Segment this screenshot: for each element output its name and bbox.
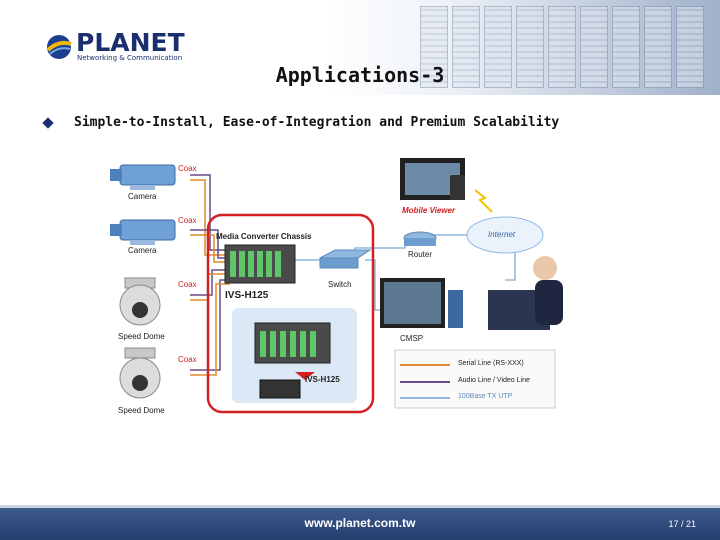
slide-header bbox=[0, 0, 720, 95]
logo-word: PLANET bbox=[76, 28, 185, 57]
globe-icon bbox=[46, 35, 72, 59]
diagram-graphics bbox=[110, 158, 563, 414]
logo-tagline: Networking & Communication bbox=[77, 54, 183, 62]
ivs-h125-label-1: IVS-H125 bbox=[225, 290, 269, 301]
coax-label-1: Coax bbox=[178, 164, 197, 173]
footer-url[interactable]: www.planet.com.tw bbox=[304, 516, 416, 530]
footer-divider bbox=[0, 505, 720, 508]
diagram-legend bbox=[394, 349, 556, 409]
router-icon bbox=[403, 231, 437, 246]
speed-dome-label-1: Speed Dome bbox=[118, 332, 165, 341]
camera-label-2: Camera bbox=[128, 246, 157, 255]
camera-1-icon bbox=[110, 164, 176, 190]
legend-utp: 100Base TX UTP bbox=[458, 393, 513, 400]
camera-2-icon bbox=[110, 219, 176, 245]
slide-title: Applications-3 bbox=[275, 63, 445, 87]
network-diagram: Coax Camera Coax Camera Coax Speed Dome … bbox=[100, 150, 570, 425]
mobile-viewer-icon bbox=[400, 158, 465, 200]
media-converter-chassis-icon bbox=[224, 244, 296, 284]
speed-dome-label-2: Speed Dome bbox=[118, 406, 165, 415]
internet-cloud-icon bbox=[466, 216, 544, 254]
legend-audio-video: Audio Line / Video Line bbox=[458, 377, 530, 384]
ivs-h125-label-2: IVS-H125 bbox=[305, 375, 340, 384]
slide-footer bbox=[0, 508, 720, 540]
coax-label-3: Coax bbox=[178, 280, 197, 289]
coax-label-4: Coax bbox=[178, 355, 197, 364]
cms-label: CMSP bbox=[400, 334, 424, 343]
operator-icon bbox=[488, 256, 563, 330]
bullet-icon bbox=[42, 117, 54, 129]
ivs-chassis-icon bbox=[254, 322, 331, 364]
speed-dome-1-icon bbox=[119, 277, 161, 326]
server-room-background bbox=[390, 0, 720, 95]
coax-label-2: Coax bbox=[178, 216, 197, 225]
cms-monitor-icon bbox=[380, 278, 463, 328]
mobile-viewer-label: Mobile Viewer bbox=[402, 206, 456, 215]
speed-dome-2-icon bbox=[119, 347, 161, 399]
ivs-h125-module-icon bbox=[259, 372, 315, 399]
internet-label: Internet bbox=[488, 230, 516, 239]
page-number: 17 / 21 bbox=[668, 519, 696, 529]
camera-label-1: Camera bbox=[128, 192, 157, 201]
legend-serial: Serial Line (RS-XXX) bbox=[458, 360, 524, 367]
bullet-text: Simple-to-Install, Ease-of-Integration a… bbox=[74, 115, 560, 130]
switch-label: Switch bbox=[328, 280, 352, 289]
chassis-label: Media Converter Chassis bbox=[216, 232, 312, 241]
planet-logo: PLANET Networking & Communication bbox=[44, 28, 185, 66]
router-label: Router bbox=[408, 250, 433, 259]
switch-icon bbox=[319, 249, 372, 269]
